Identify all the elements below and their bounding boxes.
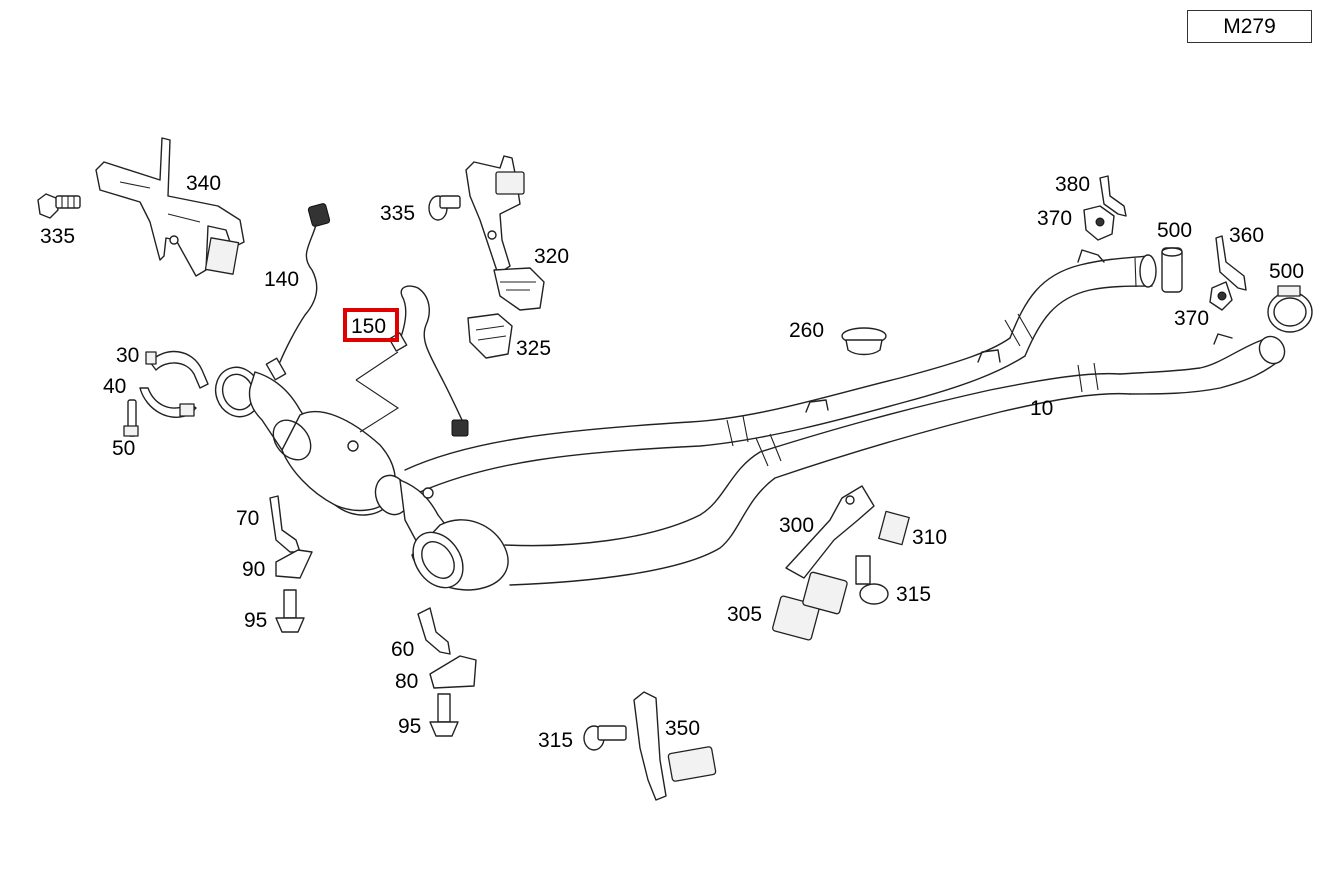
catalytic-converter-left[interactable] bbox=[209, 361, 396, 516]
stud-95-center[interactable] bbox=[429, 693, 459, 737]
isolator-305[interactable] bbox=[772, 571, 848, 641]
label-340[interactable]: 340 bbox=[186, 172, 221, 195]
engine-code: M279 bbox=[1223, 14, 1276, 38]
label-80[interactable]: 80 bbox=[395, 670, 418, 693]
mount-370-right[interactable] bbox=[1209, 281, 1233, 311]
label-335-center[interactable]: 335 bbox=[380, 202, 415, 225]
exhaust-pipe-10[interactable] bbox=[404, 249, 1289, 586]
bracket-320[interactable] bbox=[465, 155, 545, 311]
clamp-40[interactable] bbox=[139, 387, 197, 418]
label-315-right[interactable]: 315 bbox=[896, 583, 931, 606]
label-335-left[interactable]: 335 bbox=[40, 225, 75, 248]
label-150[interactable]: 150 bbox=[351, 315, 386, 338]
label-140[interactable]: 140 bbox=[264, 268, 299, 291]
label-10[interactable]: 10 bbox=[1030, 397, 1053, 420]
label-370-right[interactable]: 370 bbox=[1174, 307, 1209, 330]
label-40[interactable]: 40 bbox=[103, 375, 126, 398]
highlight-box-150 bbox=[343, 308, 399, 342]
grommet-260[interactable] bbox=[841, 327, 887, 356]
label-380[interactable]: 380 bbox=[1055, 173, 1090, 196]
label-325[interactable]: 325 bbox=[516, 337, 551, 360]
label-350[interactable]: 350 bbox=[665, 717, 700, 740]
stud-95-left[interactable] bbox=[275, 589, 305, 633]
bracket-60[interactable] bbox=[417, 607, 451, 655]
clamp-30[interactable] bbox=[145, 350, 209, 389]
label-260[interactable]: 260 bbox=[789, 319, 824, 342]
bracket-340[interactable] bbox=[95, 137, 245, 277]
bracket-90[interactable] bbox=[275, 549, 313, 579]
label-95-left[interactable]: 95 bbox=[244, 609, 267, 632]
bracket-360[interactable] bbox=[1215, 235, 1247, 291]
label-50[interactable]: 50 bbox=[112, 437, 135, 460]
label-370-top[interactable]: 370 bbox=[1037, 207, 1072, 230]
bolt-50[interactable] bbox=[123, 399, 139, 437]
bolt-315-bottom[interactable] bbox=[583, 725, 627, 751]
bolt-335-center[interactable] bbox=[428, 195, 461, 221]
mount-310[interactable] bbox=[878, 510, 910, 546]
bracket-80[interactable] bbox=[429, 655, 477, 689]
mount-370-top[interactable] bbox=[1083, 205, 1115, 241]
clamp-500-top[interactable] bbox=[1161, 247, 1183, 293]
bracket-350[interactable] bbox=[633, 691, 717, 801]
label-30[interactable]: 30 bbox=[116, 344, 139, 367]
label-500-ring[interactable]: 500 bbox=[1269, 260, 1304, 283]
bracket-300[interactable] bbox=[785, 485, 875, 579]
bolt-335-left[interactable] bbox=[37, 193, 81, 219]
label-95-center[interactable]: 95 bbox=[398, 715, 421, 738]
mount-380[interactable] bbox=[1099, 175, 1127, 217]
label-315-bottom[interactable]: 315 bbox=[538, 729, 573, 752]
bracket-325[interactable] bbox=[467, 313, 513, 359]
label-60[interactable]: 60 bbox=[391, 638, 414, 661]
catalytic-converter-right[interactable] bbox=[370, 471, 509, 597]
part-labels: 335 340 140 150 335 320 325 30 40 50 260… bbox=[40, 172, 1304, 752]
oxygen-sensor-150[interactable] bbox=[355, 285, 469, 437]
bolt-315-right[interactable] bbox=[855, 555, 889, 605]
label-90[interactable]: 90 bbox=[242, 558, 265, 581]
oxygen-sensor-140[interactable] bbox=[265, 203, 331, 381]
label-70[interactable]: 70 bbox=[236, 507, 259, 530]
label-500-top[interactable]: 500 bbox=[1157, 219, 1192, 242]
label-300[interactable]: 300 bbox=[779, 514, 814, 537]
bracket-70[interactable] bbox=[269, 495, 301, 553]
engine-code-box: M279 bbox=[1187, 10, 1312, 43]
label-310[interactable]: 310 bbox=[912, 526, 947, 549]
label-305[interactable]: 305 bbox=[727, 603, 762, 626]
label-320[interactable]: 320 bbox=[534, 245, 569, 268]
clamp-500-ring[interactable] bbox=[1267, 285, 1313, 333]
label-360[interactable]: 360 bbox=[1229, 224, 1264, 247]
